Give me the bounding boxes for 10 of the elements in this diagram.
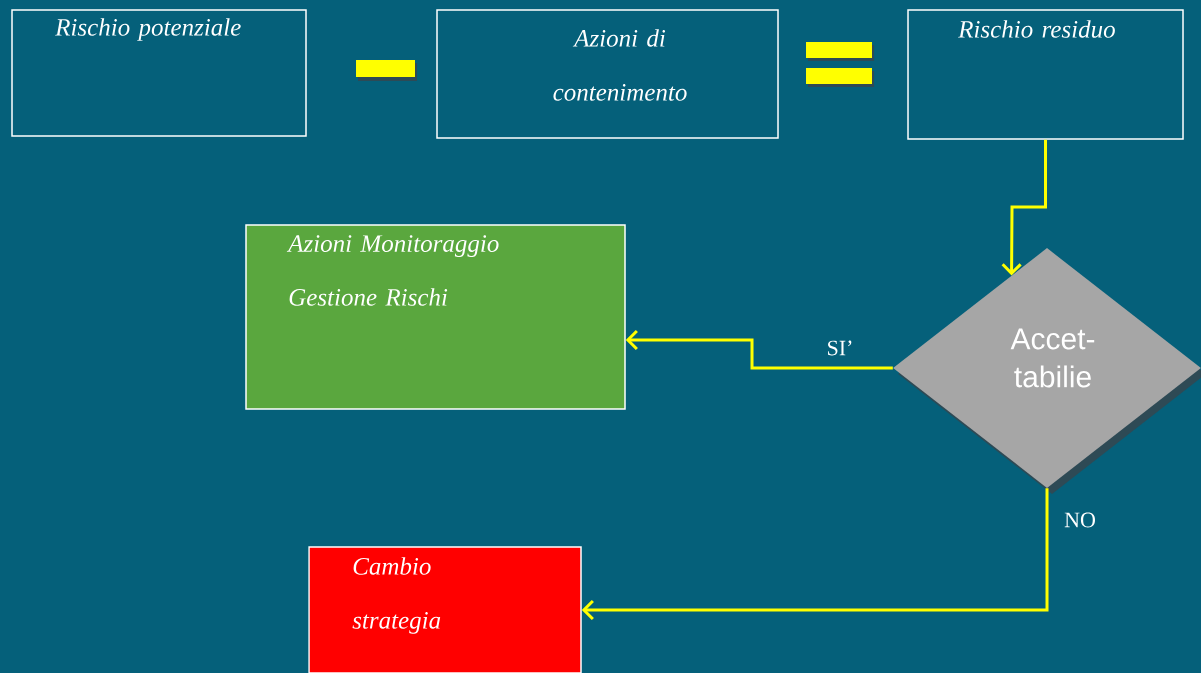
process-box: Azioni di contenimento — [436, 9, 779, 139]
arrow — [1001, 139, 1047, 276]
action-box: Azioni Monitoraggio Gestione Rischi — [245, 224, 626, 410]
arrow — [581, 488, 1049, 621]
edge-label: SI’ — [828, 340, 852, 356]
edge-label: NO — [1064, 512, 1095, 528]
action-box: Cambio strategia — [308, 546, 582, 673]
process-box: Rischio potenziale — [11, 9, 307, 137]
result-box: Rischio residuo — [907, 9, 1184, 140]
arrow — [625, 329, 893, 370]
